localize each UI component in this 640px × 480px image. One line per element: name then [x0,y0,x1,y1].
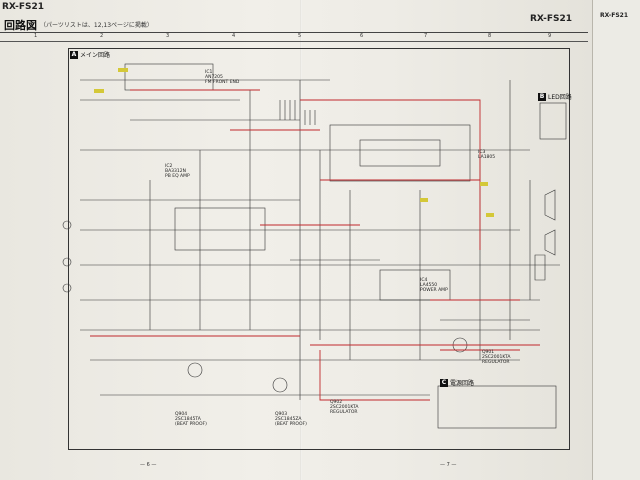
ruler-mark-8: 8 [488,33,492,39]
section-power-label: 電源回路 [450,380,475,387]
page-number-left: — 6 — [140,462,157,468]
ic2-label: IC2 BA3312N PB EQ AMP [165,164,190,180]
page-subtitle: （パーツリストは、12,13ページに掲載） [40,22,153,29]
section-main-heading: A メイン回路 [70,50,110,59]
title-bar [0,18,588,33]
model-number-right: RX-FS21 [530,14,573,24]
q904-label: Q904 2SC1845TA (BEAT PROOF) [175,412,207,428]
model-number-flap: RX-FS21 [600,12,629,19]
ic4-label: IC4 LA4550 POWER AMP [420,278,448,294]
ic1-label: IC1 AN7205 FM FRONT END [205,70,240,86]
section-power-letter: C [440,378,448,387]
ruler-mark-9: 9 [548,33,552,39]
section-led-letter: B [538,92,546,101]
section-main-label: メイン回路 [80,52,111,59]
q902-label: Q902 2SC2001KTA REGULATOR [330,400,359,416]
section-led-heading: B LED回路 [538,92,572,101]
ruler-mark-2: 2 [100,33,104,39]
page-fold [300,0,302,480]
ic3-label: IC3 LA1805 [478,150,496,161]
ruler-mark-3: 3 [166,33,170,39]
ruler-mark-5: 5 [298,33,302,39]
section-power-heading: C 電源回路 [440,378,474,387]
section-main-letter: A [70,50,78,59]
page-title: 回路図 [4,19,37,32]
main-circuit-frame [68,48,570,450]
q901-label: Q901 2SC2001KTA REGULATOR [482,350,511,366]
ruler-mark-6: 6 [360,33,364,39]
ruler-mark-7: 7 [424,33,428,39]
q903-label: Q903 2SC1845ZA (BEAT PROOF) [275,412,307,428]
grid-ruler: 1 2 3 4 5 6 7 8 9 [0,33,588,42]
section-led-label: LED回路 [548,94,572,101]
next-page-flap [592,0,640,480]
ruler-mark-1: 1 [34,33,38,39]
ruler-mark-4: 4 [232,33,236,39]
model-number-left: RX-FS21 [2,2,45,12]
page-number-right: — 7 — [440,462,457,468]
